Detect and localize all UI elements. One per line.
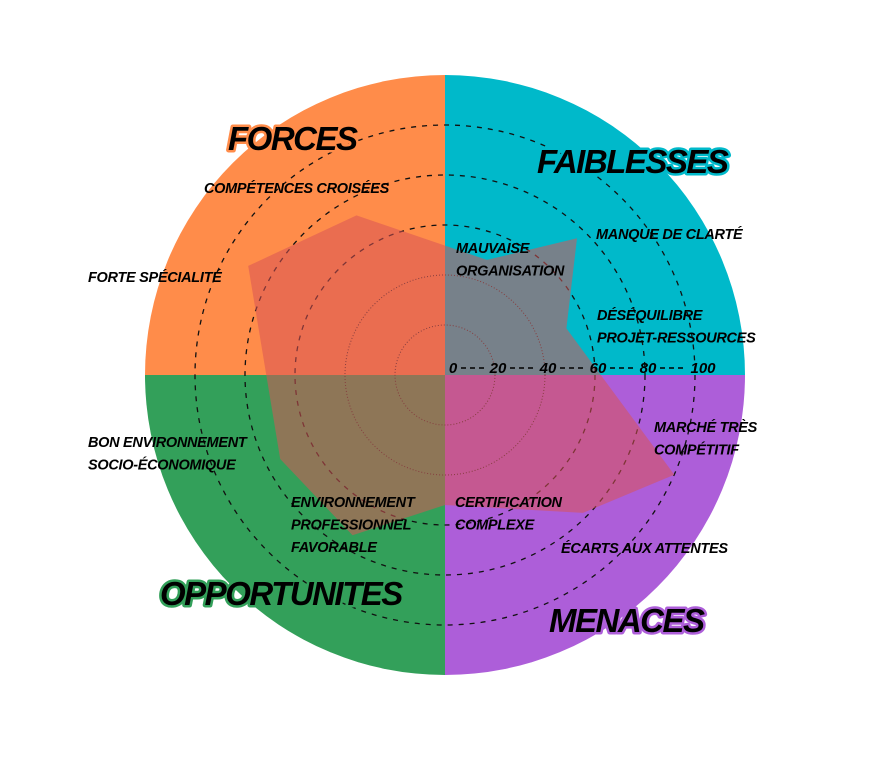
- scale-tick-label: 80: [640, 360, 657, 377]
- grid-ring: [194, 124, 696, 626]
- axis-label-line: ENVIRONNEMENT: [291, 495, 416, 511]
- axis-label: BON ENVIRONNEMENT SOCIO-ÉCONOMIQUE: [88, 435, 248, 474]
- axis-label-line: MARCHÉ TRÈS: [654, 419, 758, 436]
- grid-ring: [244, 174, 646, 576]
- scale-tick-label: 60: [590, 360, 607, 377]
- axis-label: MAUVAISE ORGANISATION: [456, 241, 565, 280]
- axis-label-line: COMPLEXE: [455, 518, 536, 534]
- quadrant-title-menaces: MENACES: [549, 602, 705, 639]
- axis-label-line: CERTIFICATION: [455, 495, 563, 511]
- scale-tick-label: 100: [690, 360, 716, 377]
- axis-label: MANQUE DE CLARTÉ: [596, 226, 744, 243]
- scale-tick-label: 20: [489, 360, 507, 377]
- axis-label: CERTIFICATION COMPLEXE: [455, 495, 563, 534]
- quadrant-title-faiblesses: FAIBLESSES: [537, 143, 729, 180]
- scale-tick-label: 40: [539, 360, 557, 377]
- axis-label: FORTE SPÉCIALITÉ: [88, 269, 223, 286]
- axis-label-line: ORGANISATION: [456, 264, 565, 280]
- axis-label-line: PROFESSIONNEL: [291, 518, 411, 534]
- axis-label-line: FAVORABLE: [291, 540, 378, 556]
- axis-label-line: DÉSÉQUILIBRE: [597, 307, 704, 324]
- axis-label: MARCHÉ TRÈS COMPÉTITIF: [654, 419, 758, 459]
- axis-label-line: MANQUE DE CLARTÉ: [596, 226, 744, 243]
- radar-polygon: [248, 215, 675, 536]
- quadrant-title-opportunites: OPPORTUNITES: [160, 575, 403, 612]
- axis-label-line: COMPÉTITIF: [654, 442, 740, 459]
- axis-label-line: BON ENVIRONNEMENT: [88, 435, 248, 451]
- scale-tick-label: 0: [449, 360, 458, 377]
- axis-label: COMPÉTENCES CROISÉES: [204, 180, 390, 197]
- axis-label-line: ÉCARTS AUX ATTENTES: [561, 540, 728, 557]
- axis-label-line: COMPÉTENCES CROISÉES: [204, 180, 390, 197]
- axis-label-line: PROJET-RESSOURCES: [597, 331, 756, 347]
- axis-label: ÉCARTS AUX ATTENTES: [561, 540, 728, 557]
- axis-label: DÉSÉQUILIBRE PROJET-RESSOURCES: [597, 307, 756, 347]
- axis-label-line: MAUVAISE: [456, 241, 531, 257]
- axis-label-line: SOCIO-ÉCONOMIQUE: [88, 457, 237, 474]
- axis-label-line: FORTE SPÉCIALITÉ: [88, 269, 223, 286]
- quadrant-title-forces: FORCES: [228, 120, 358, 157]
- axis-label: ENVIRONNEMENT PROFESSIONNEL FAVORABLE: [291, 495, 416, 556]
